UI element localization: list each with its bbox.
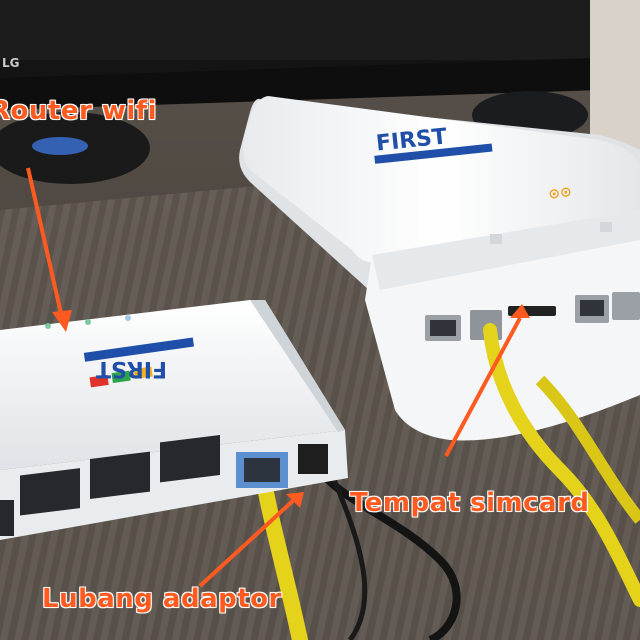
- router-led-1: [45, 323, 51, 329]
- arrow-simcard: [444, 317, 522, 457]
- router-brand-logo: FIRST: [96, 356, 168, 381]
- arrow-adaptor: [198, 496, 298, 588]
- router-top: [0, 300, 345, 470]
- tv-brand-logo: LG: [2, 56, 20, 70]
- arrow-simcard-head: [510, 304, 530, 318]
- router-power-port: [298, 444, 328, 474]
- router-lan-port-3: [160, 434, 220, 483]
- arrow-router-head: [52, 310, 72, 332]
- label-tempat-simcard: Tempat simcard: [350, 488, 590, 518]
- wall-right: [590, 0, 640, 150]
- modem-lan-port-3: [612, 292, 640, 320]
- label-router-wifi: Router wifi: [0, 96, 157, 126]
- arrow-adaptor-head: [286, 492, 304, 508]
- arrow-router: [26, 167, 64, 319]
- router-led-2: [85, 319, 91, 325]
- router-logo-bar: [83, 337, 195, 362]
- router-lan-port-1: [20, 468, 80, 516]
- yellow-cable-modem-2: [535, 375, 640, 524]
- router-led-3: [125, 315, 131, 321]
- label-lubang-adaptor: Lubang adaptor: [42, 584, 282, 614]
- tv-led-glow: [32, 137, 88, 155]
- modem-logo-bar: [374, 143, 493, 164]
- adaptor-cable: [316, 467, 461, 640]
- router-lan-port-2: [90, 451, 150, 499]
- tv-bezel: [0, 58, 600, 110]
- annotation-arrows: [26, 167, 530, 588]
- modem-body: [243, 96, 640, 263]
- modem-sticker: ⊙⊙: [547, 184, 572, 203]
- yellow-cable-modem: [483, 323, 640, 607]
